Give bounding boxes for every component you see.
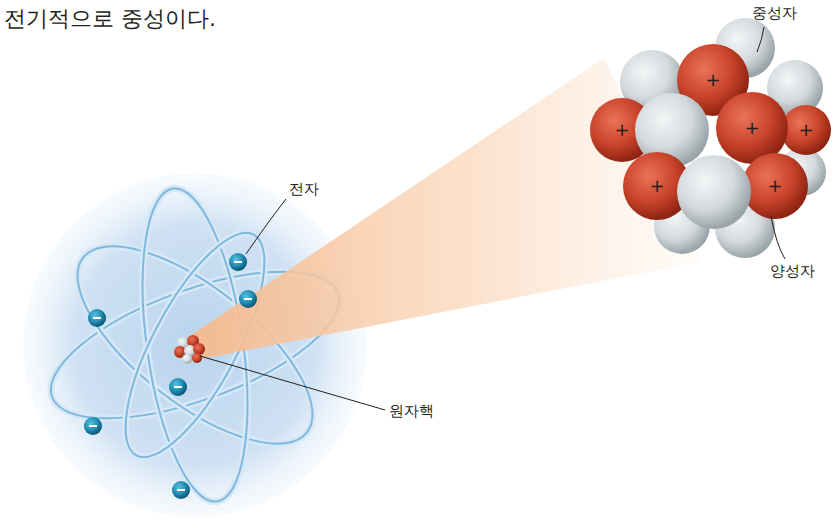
proton	[742, 153, 808, 219]
charge-sign: +	[649, 175, 664, 197]
small-nucleus	[174, 335, 205, 364]
neutron	[182, 354, 192, 364]
leader-line	[246, 199, 286, 254]
charge-sign: +	[744, 117, 759, 139]
electron	[239, 290, 257, 308]
electron-cloud	[23, 173, 367, 517]
electron	[84, 417, 102, 435]
proton	[193, 343, 205, 355]
orbit	[47, 212, 342, 478]
electron-orbits	[33, 182, 356, 508]
part-label: 전자	[289, 180, 319, 198]
neutron	[677, 155, 751, 229]
part-label: 중성자	[752, 4, 797, 22]
proton	[781, 105, 831, 155]
proton	[192, 353, 202, 363]
leader-line	[757, 27, 764, 52]
leader-line	[200, 356, 385, 410]
charge-sign: +	[798, 119, 813, 141]
leader-lines	[200, 27, 785, 410]
leader-line	[771, 216, 785, 259]
large-nucleus	[590, 18, 831, 258]
electron	[229, 253, 247, 271]
electrons	[84, 253, 257, 499]
electron	[169, 378, 187, 396]
zoom-beam	[190, 58, 700, 360]
heading-text: 전기적으로 중성이다.	[4, 6, 216, 32]
charge-sign: +	[614, 119, 629, 141]
charge-sign: +	[767, 175, 782, 197]
part-label: 원자핵	[389, 402, 434, 420]
orbit	[47, 212, 342, 478]
electron	[172, 481, 190, 499]
electron	[88, 309, 106, 327]
charge-sign: +	[705, 69, 720, 91]
part-label: 양성자	[770, 262, 815, 280]
